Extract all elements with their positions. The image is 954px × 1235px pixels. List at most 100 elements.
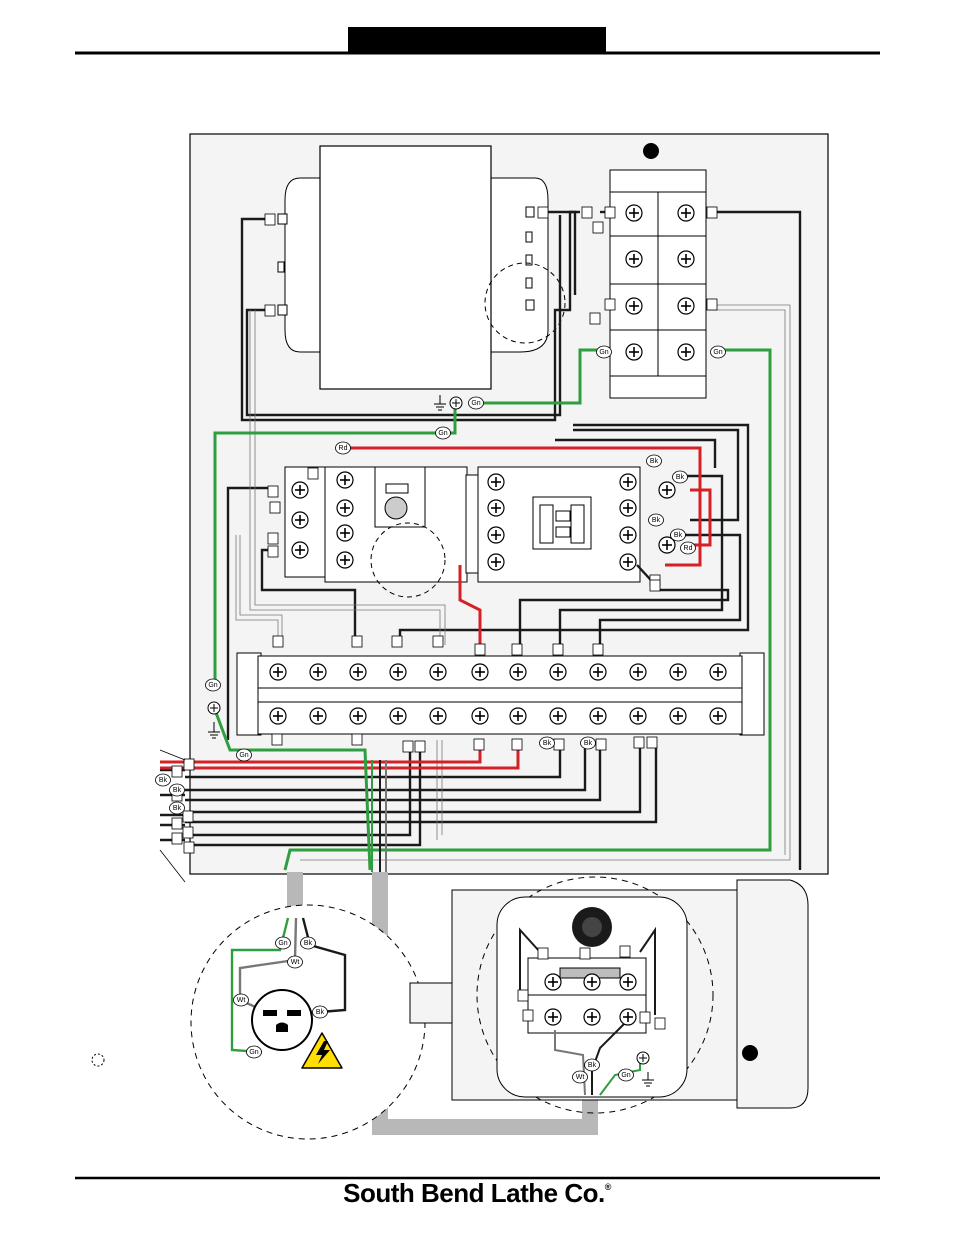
terminal-screw-icon (430, 708, 446, 724)
wire-connector (593, 222, 603, 233)
wire-connector (590, 313, 600, 324)
svg-text:Bk: Bk (316, 1009, 325, 1016)
terminal-screw-icon (430, 664, 446, 680)
terminal-screw-icon (670, 708, 686, 724)
wire-connector (273, 636, 283, 647)
wire-connector (655, 1018, 665, 1029)
wire-connector (582, 207, 592, 218)
svg-text:Gn: Gn (278, 940, 287, 947)
wire-color-tag: Bk (581, 737, 596, 749)
svg-text:Bk: Bk (543, 740, 552, 747)
svg-text:Wt: Wt (291, 959, 300, 966)
terminal-screw-icon (350, 664, 366, 680)
wire-connector (268, 546, 278, 557)
wire-connector (265, 305, 275, 316)
wire-connector (172, 818, 182, 829)
wire-connector (474, 739, 484, 750)
svg-text:Gn: Gn (713, 349, 722, 356)
overload-relay (285, 467, 467, 582)
terminal-screw-icon (620, 1009, 636, 1025)
terminal-screw-icon (292, 542, 308, 558)
terminal-screw-icon (584, 974, 600, 990)
wire-connector (647, 737, 657, 748)
wire-connector (172, 833, 182, 844)
terminal-screw-icon (292, 512, 308, 528)
terminal-screw-icon (626, 205, 642, 221)
terminal-screw-icon (510, 708, 526, 724)
wire-color-tag: Gn (619, 1069, 634, 1081)
svg-text:Bk: Bk (674, 532, 683, 539)
terminal-screw-icon (620, 974, 636, 990)
wire-connector (512, 644, 522, 655)
wire-color-tag: Rd (681, 542, 696, 554)
terminal-screw-icon (488, 527, 504, 543)
svg-text:Wt: Wt (576, 1074, 585, 1081)
wire-color-tag: Rd (336, 442, 351, 454)
wire-connector (184, 842, 194, 853)
wire-color-tag: Gn (247, 1046, 262, 1058)
svg-text:Bk: Bk (159, 777, 168, 784)
wire-connector (523, 1010, 533, 1021)
terminal-screw-icon (678, 251, 694, 267)
terminal-screw-icon (620, 500, 636, 516)
svg-text:Gn: Gn (621, 1072, 630, 1079)
wire-connector (415, 741, 425, 752)
wire-color-tag: Bk (647, 455, 662, 467)
svg-text:Bk: Bk (173, 787, 182, 794)
svg-text:Bk: Bk (304, 940, 313, 947)
terminal-screw-icon (337, 500, 353, 516)
terminal-screw-icon (270, 708, 286, 724)
terminal-screw-icon (590, 708, 606, 724)
wire-color-tag: Gn (436, 427, 451, 439)
svg-text:Gn: Gn (471, 400, 480, 407)
terminal-screw-icon (350, 708, 366, 724)
svg-text:Rd: Rd (684, 545, 693, 552)
wire-connector (707, 299, 717, 310)
wire-color-tag: Gn (206, 679, 221, 691)
wire-connector (634, 737, 644, 748)
terminal-screw-icon (472, 664, 488, 680)
motor-end-cap (737, 880, 808, 1108)
ground-screw-icon (637, 1052, 649, 1064)
terminal-block-power (610, 170, 706, 398)
svg-text:Gn: Gn (239, 752, 248, 759)
terminal-screw-icon (710, 708, 726, 724)
wire-color-tag: Bk (170, 802, 185, 814)
terminal-screw-icon (292, 482, 308, 498)
wire-connector (183, 811, 193, 822)
svg-text:Gn: Gn (249, 1049, 258, 1056)
terminal-screw-icon (678, 298, 694, 314)
terminal-screw-icon (630, 664, 646, 680)
terminal-screw-icon (310, 708, 326, 724)
wire-color-tag: Gn (469, 397, 484, 409)
wire-connector (265, 214, 275, 225)
wire-connector (580, 948, 590, 959)
callout-dot (643, 143, 659, 159)
wire-color-tag: Wt (288, 956, 303, 968)
callout-dot-motor (742, 1045, 758, 1061)
terminal-screw-icon (390, 708, 406, 724)
wire-connector (593, 644, 603, 655)
wire-connector (650, 580, 660, 591)
terminal-screw-icon (337, 472, 353, 488)
capacitor (572, 907, 612, 947)
wire-connector (538, 207, 548, 218)
small-marker (92, 1054, 104, 1066)
footer-brand: South Bend Lathe Co.® (0, 1178, 954, 1209)
wire-color-tag: Gn (711, 346, 726, 358)
wire-connector (352, 636, 362, 647)
ground-screw-icon (450, 397, 462, 409)
terminal-screw-icon (545, 974, 561, 990)
terminal-screw-icon (337, 525, 353, 541)
terminal-screw-icon (659, 482, 675, 498)
wire-color-tag: Bk (671, 529, 686, 541)
wire-connector (433, 636, 443, 647)
registered-mark: ® (605, 1182, 611, 1192)
terminal-screw-icon (545, 1009, 561, 1025)
wire-connector (620, 946, 630, 957)
terminal-screw-icon (710, 664, 726, 680)
wire-color-tag: Bk (156, 774, 171, 786)
terminal-screw-icon (626, 344, 642, 360)
terminal-screw-icon (584, 1009, 600, 1025)
wire-color-tag: Bk (313, 1006, 328, 1018)
